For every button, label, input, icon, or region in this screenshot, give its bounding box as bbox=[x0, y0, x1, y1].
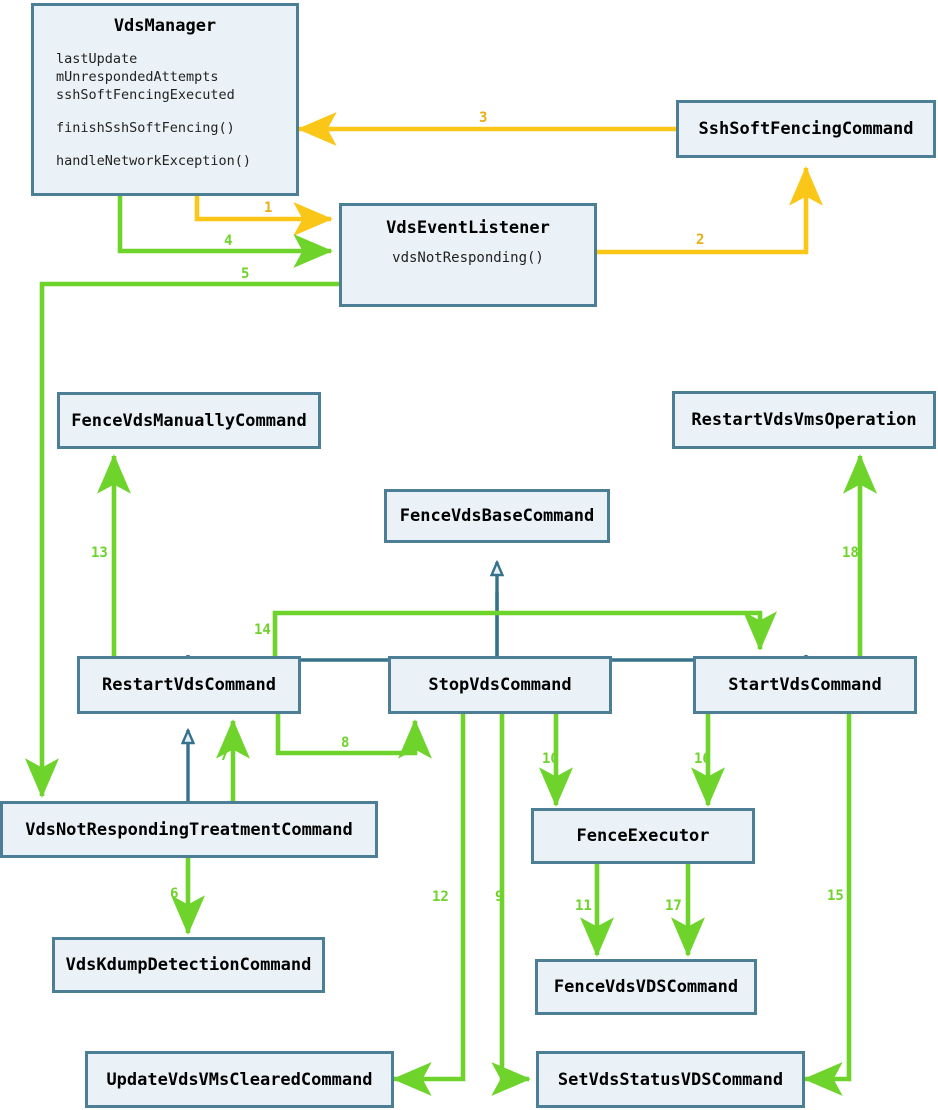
edge-4-path bbox=[117, 196, 333, 269]
class-title-vdsnotrespondingtreatmentcommand: VdsNotRespondingTreatmentCommand bbox=[25, 819, 353, 840]
edge-label-18: 18 bbox=[842, 545, 859, 561]
class-title-updatevdsvmsclearedcommand: UpdateVdsVMsClearedCommand bbox=[106, 1069, 373, 1090]
class-title-sshsoftfencingcommand: SshSoftFencingCommand bbox=[698, 119, 914, 139]
class-title-vdseventlistener: VdsEventListener bbox=[386, 218, 550, 238]
edge-label-10: 10 bbox=[542, 751, 559, 767]
method-handlenetworkexception: handleNetworkException() bbox=[56, 153, 252, 169]
class-box-fencevdsmanuallycommand[interactable]: FenceVdsManuallyCommand bbox=[57, 392, 321, 449]
edge-1-path bbox=[194, 196, 333, 237]
edge-label-1: 1 bbox=[264, 200, 273, 216]
class-title-fenceexecutor: FenceExecutor bbox=[576, 826, 710, 846]
class-box-fencevdsvdscommand[interactable]: FenceVdsVDSCommand bbox=[535, 959, 757, 1015]
edge-label-11: 11 bbox=[575, 898, 592, 914]
edge-2-path bbox=[597, 166, 824, 255]
class-title-vdskdumpdetectioncommand: VdsKdumpDetectionCommand bbox=[65, 955, 312, 975]
edge-5-path bbox=[24, 281, 339, 798]
class-box-fencevdsbasecommand[interactable]: FenceVdsBaseCommand bbox=[384, 489, 610, 543]
class-title-fencevdsbasecommand: FenceVdsBaseCommand bbox=[399, 506, 595, 526]
edge-9-path bbox=[491, 713, 531, 1097]
class-box-restartvdsvmsoperation[interactable]: RestartVdsVmsOperation bbox=[672, 391, 936, 449]
class-title-fencevdsmanuallycommand: FenceVdsManuallyCommand bbox=[71, 410, 307, 431]
field-munrespondedattempts: mUnrespondedAttempts bbox=[56, 69, 219, 85]
class-box-setvdsstatusvdscommand[interactable]: SetVdsStatusVDSCommand bbox=[536, 1051, 805, 1108]
edge-label-17: 17 bbox=[665, 898, 682, 914]
edge-12-path bbox=[392, 713, 466, 1097]
class-box-startvdscommand[interactable]: StartVdsCommand bbox=[693, 656, 917, 714]
edge-label-13: 13 bbox=[91, 545, 108, 561]
class-title-fencevdsvdscommand: FenceVdsVDSCommand bbox=[553, 977, 739, 997]
edge-label-4: 4 bbox=[224, 233, 233, 249]
method-vdsnotresponding: vdsNotResponding() bbox=[392, 250, 544, 266]
class-title-startvdscommand: StartVdsCommand bbox=[728, 675, 882, 695]
edge-15-path bbox=[803, 713, 852, 1097]
edge-8-path bbox=[275, 713, 433, 759]
edge-label-16: 16 bbox=[694, 751, 711, 767]
class-box-vdsnotrespondingtreatmentcommand[interactable]: VdsNotRespondingTreatmentCommand bbox=[0, 801, 378, 858]
class-box-updatevdsvmsclearedcommand[interactable]: UpdateVdsVMsClearedCommand bbox=[85, 1051, 394, 1108]
field-lastupdate: lastUpdate bbox=[56, 51, 138, 67]
class-title-restartvdsvmsoperation: RestartVdsVmsOperation bbox=[691, 410, 917, 430]
class-box-restartvdscommand[interactable]: RestartVdsCommand bbox=[77, 656, 301, 714]
class-title-restartvdscommand: RestartVdsCommand bbox=[102, 675, 276, 695]
class-box-fenceexecutor[interactable]: FenceExecutor bbox=[531, 808, 755, 864]
class-box-vdskdumpdetectioncommand[interactable]: VdsKdumpDetectionCommand bbox=[52, 937, 325, 993]
class-title-setvdsstatusvdscommand: SetVdsStatusVDSCommand bbox=[557, 1069, 784, 1090]
edge-label-7: 7 bbox=[220, 748, 229, 764]
class-box-vdseventlistener[interactable]: VdsEventListener vdsNotResponding() bbox=[339, 203, 597, 307]
member-list-vdsmanager: lastUpdate mUnrespondedAttempts sshSoftF… bbox=[34, 50, 296, 170]
class-box-stopvdscommand[interactable]: StopVdsCommand bbox=[388, 656, 612, 714]
method-finishsshsoftfencing: finishSshSoftFencing() bbox=[56, 120, 235, 136]
edge-label-15: 15 bbox=[827, 888, 844, 904]
edge-label-14: 14 bbox=[254, 622, 271, 638]
edge-label-5: 5 bbox=[241, 266, 250, 282]
class-title-stopvdscommand: StopVdsCommand bbox=[428, 675, 572, 695]
edge-label-6: 6 bbox=[170, 886, 179, 902]
class-box-sshsoftfencingcommand[interactable]: SshSoftFencingCommand bbox=[676, 100, 936, 158]
class-title-vdsmanager: VdsManager bbox=[113, 16, 217, 36]
field-sshsoftfencingexecuted: sshSoftFencingExecuted bbox=[56, 87, 235, 103]
edge-label-2: 2 bbox=[696, 232, 705, 248]
edge-label-9: 9 bbox=[495, 889, 504, 905]
edge-14-path bbox=[272, 610, 778, 657]
class-box-vdsmanager[interactable]: VdsManager lastUpdate mUnrespondedAttemp… bbox=[31, 3, 299, 196]
edge-label-12: 12 bbox=[432, 889, 449, 905]
edge-label-3: 3 bbox=[479, 110, 488, 126]
edge-label-8: 8 bbox=[341, 735, 350, 751]
